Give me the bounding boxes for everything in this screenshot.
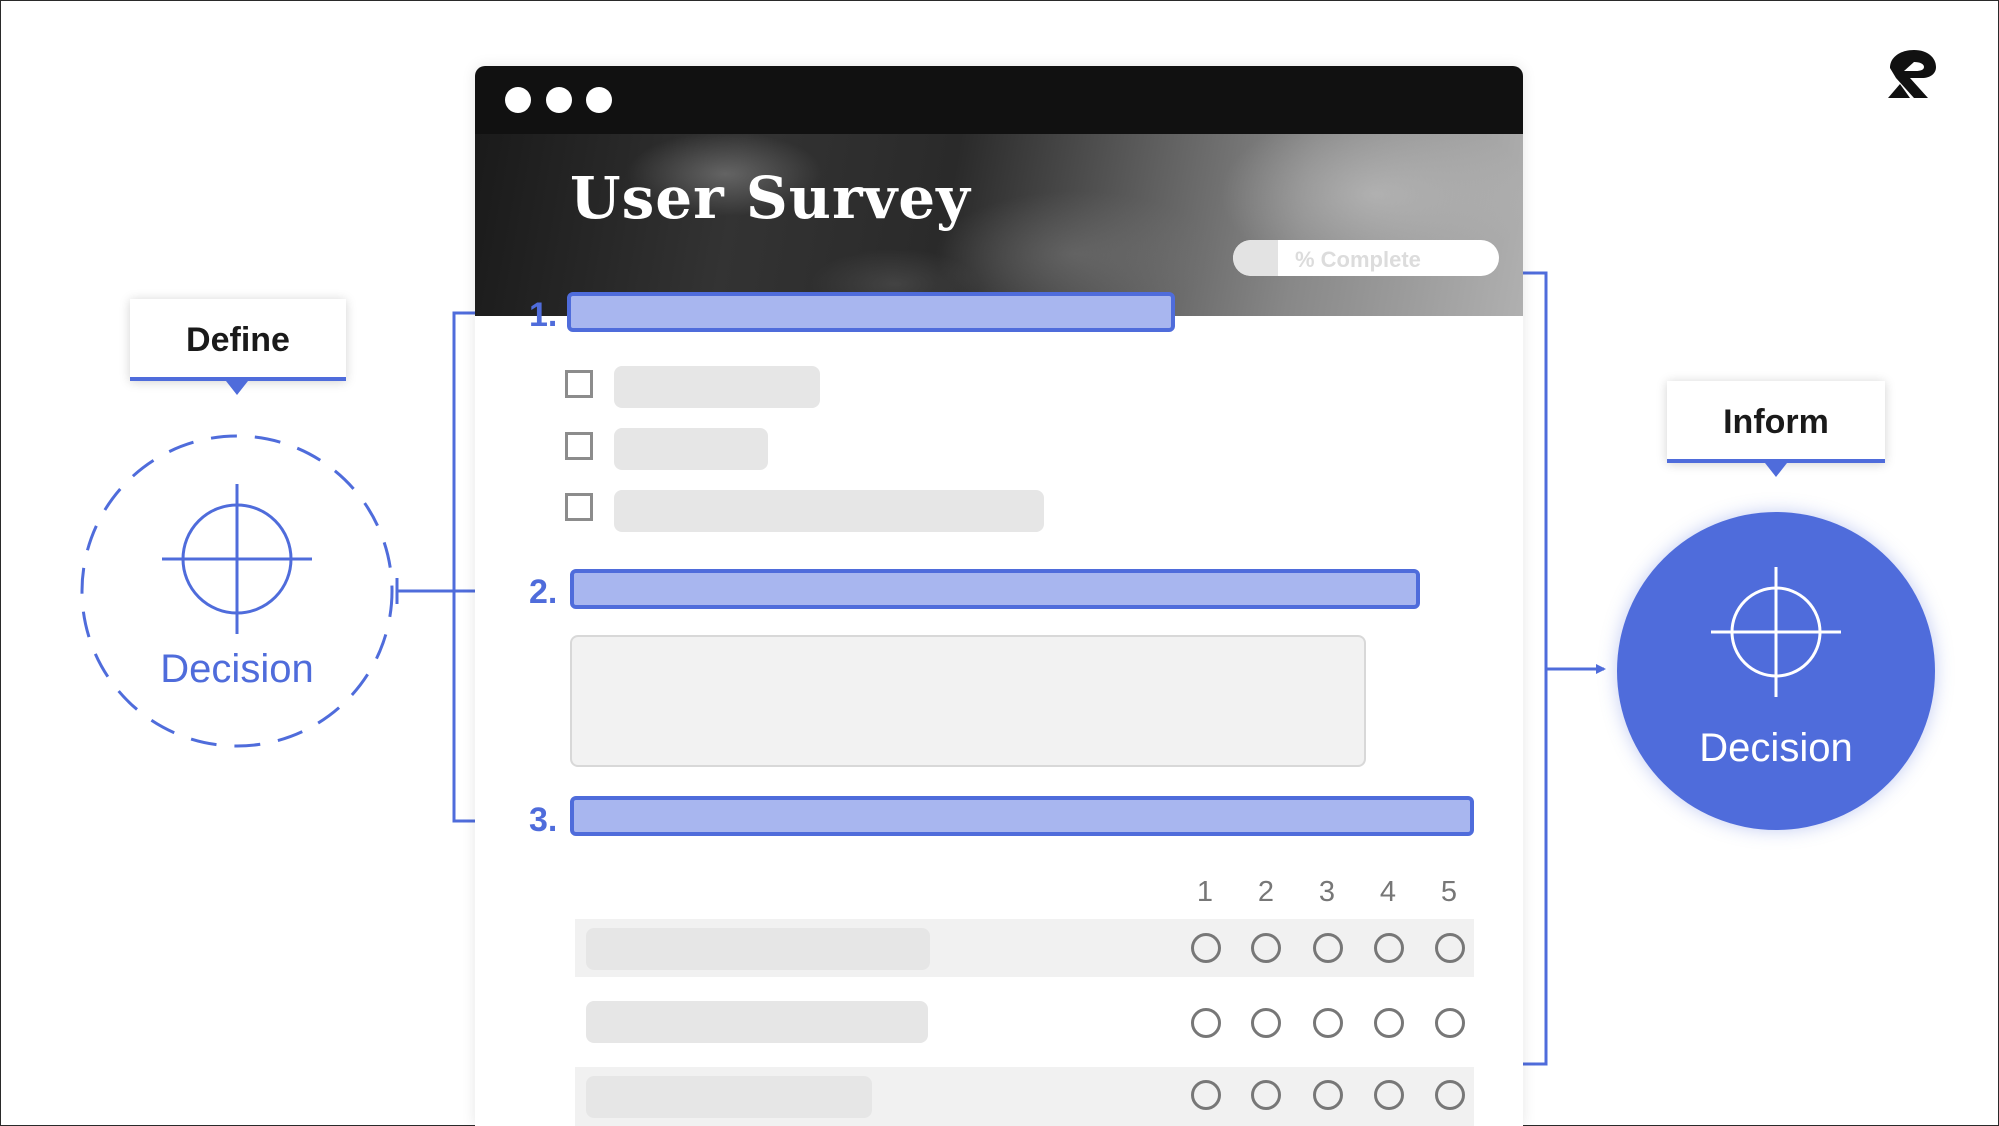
radio-icon[interactable] [1374,933,1404,963]
window-dot[interactable] [586,87,612,113]
option-placeholder [614,490,1044,532]
crosshair-icon [1711,567,1841,697]
radio-icon[interactable] [1191,933,1221,963]
radio-icon[interactable] [1313,1080,1343,1110]
radio-icon[interactable] [1313,933,1343,963]
question-2-bar [570,569,1420,609]
define-label: Define [130,299,346,381]
question-number: 3. [529,801,558,839]
radio-icon[interactable] [1191,1008,1221,1038]
progress-bar: % Complete [1233,240,1499,276]
dashed-decision-circle [80,434,394,748]
question-1-bar [567,292,1175,332]
radio-icon[interactable] [1313,1008,1343,1038]
crosshair-icon [162,484,312,634]
option-placeholder [614,366,820,408]
answer-textarea[interactable] [570,635,1366,767]
window-titlebar [475,66,1523,134]
radio-icon[interactable] [1191,1080,1221,1110]
checkbox-icon[interactable] [565,370,593,398]
row-placeholder [586,928,930,970]
question-3-bar [570,796,1474,836]
scale-label: 1 [1196,876,1214,908]
radio-icon[interactable] [1251,1008,1281,1038]
define-decision-text: Decision [160,647,314,691]
inform-pointer [1765,463,1787,477]
scale-label: 2 [1257,876,1275,908]
radio-icon[interactable] [1251,1080,1281,1110]
question-number: 2. [529,573,558,611]
progress-fill [1233,240,1278,276]
radio-icon[interactable] [1251,933,1281,963]
radio-icon[interactable] [1435,1080,1465,1110]
define-pointer [226,381,248,395]
scale-label: 5 [1440,876,1458,908]
radio-icon[interactable] [1374,1080,1404,1110]
scale-label: 3 [1318,876,1336,908]
option-placeholder [614,428,768,470]
survey-banner: User Survey % Complete [475,134,1523,316]
progress-label: % Complete [1295,247,1421,272]
checkbox-icon[interactable] [565,432,593,460]
row-placeholder [586,1001,928,1043]
window-dot[interactable] [505,87,531,113]
radio-icon[interactable] [1435,1008,1465,1038]
question-number: 1. [529,296,558,334]
radio-icon[interactable] [1435,933,1465,963]
survey-window: User Survey % Complete 1. 2. 3. 1 2 3 4 … [475,66,1523,1126]
window-dot[interactable] [546,87,572,113]
scale-label: 4 [1379,876,1397,908]
checkbox-icon[interactable] [565,493,593,521]
inform-decision-text: Decision [1699,726,1853,770]
survey-title: User Survey [570,164,971,232]
radio-icon[interactable] [1374,1008,1404,1038]
inform-label: Inform [1667,381,1885,463]
row-placeholder [586,1076,872,1118]
brand-logo-icon [1888,50,1936,98]
